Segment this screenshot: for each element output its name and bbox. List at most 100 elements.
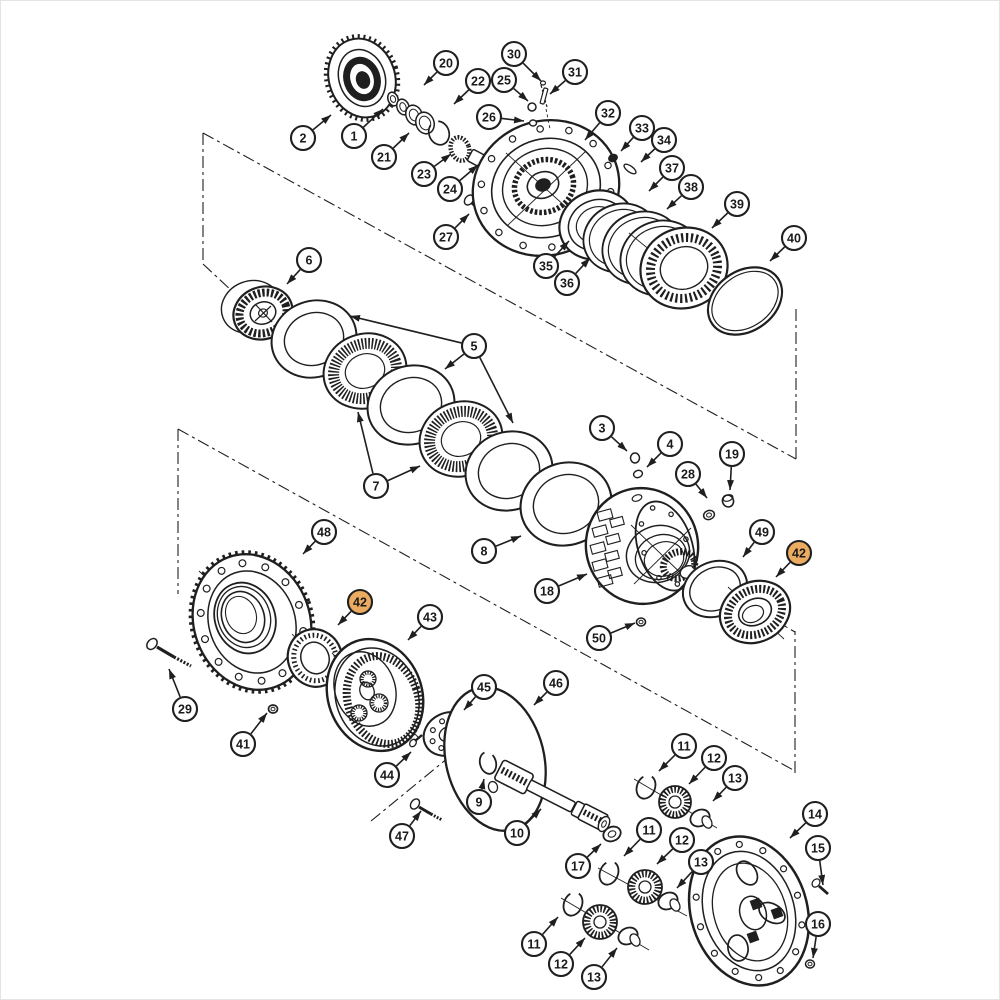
callout-47[interactable]: 47 [388, 810, 422, 850]
callout-2[interactable]: 2 [289, 114, 332, 152]
part-pin-spring-30-31 [539, 80, 551, 130]
callout-leader-arrow [695, 483, 708, 499]
balloon [780, 224, 808, 252]
callout-13-b[interactable]: 13 [676, 848, 715, 889]
callout-12-b[interactable]: 12 [656, 826, 696, 865]
callout-35[interactable]: 35 [532, 240, 570, 280]
balloon [229, 730, 257, 758]
callout-36[interactable]: 36 [553, 257, 591, 297]
callout-12-c[interactable]: 12 [547, 937, 586, 978]
callout-4[interactable]: 4 [646, 430, 684, 468]
part-stud-50 [635, 617, 647, 627]
callout-leader-arrow [312, 114, 332, 131]
callout-44[interactable]: 44 [373, 751, 412, 789]
callout-42-left[interactable]: 42 [337, 588, 374, 626]
callout-42-right[interactable]: 42 [775, 539, 813, 578]
callout-30[interactable]: 30 [500, 40, 542, 82]
callout-leader-arrow [620, 137, 634, 152]
callout-7[interactable]: 7 [356, 411, 421, 500]
callout-leader-arrow [775, 561, 791, 578]
balloon-number: 38 [684, 181, 698, 195]
callout-50[interactable]: 50 [585, 622, 636, 652]
callout-6[interactable]: 6 [286, 246, 323, 285]
callout-leader-arrow [454, 213, 470, 229]
callout-37[interactable]: 37 [648, 154, 686, 192]
callout-10[interactable]: 10 [503, 808, 542, 847]
callout-33[interactable]: 33 [620, 114, 656, 152]
part-disc-carrier-39 [639, 226, 729, 310]
callout-8[interactable]: 8 [470, 535, 522, 565]
balloon [723, 190, 751, 218]
balloon [668, 826, 696, 854]
callout-38[interactable]: 38 [666, 173, 705, 210]
callout-48[interactable]: 48 [302, 518, 338, 555]
balloon [547, 950, 575, 978]
callout-32[interactable]: 32 [584, 99, 622, 141]
callout-27[interactable]: 27 [432, 213, 470, 251]
balloon [801, 800, 829, 828]
callout-18[interactable]: 18 [533, 573, 588, 605]
callout-45[interactable]: 45 [463, 673, 498, 711]
callout-19[interactable]: 19 [718, 440, 746, 491]
callout-leader-arrow [584, 122, 601, 141]
part-pin-34 [623, 163, 637, 175]
callout-13-a[interactable]: 13 [712, 764, 749, 802]
balloon-number: 37 [665, 162, 679, 176]
callout-26[interactable]: 26 [475, 103, 525, 131]
callout-22[interactable]: 22 [453, 67, 492, 105]
callout-15[interactable]: 15 [804, 834, 832, 886]
callout-28[interactable]: 28 [674, 460, 708, 499]
callout-46[interactable]: 46 [533, 669, 570, 706]
callout-leader-arrow [459, 164, 479, 182]
callout-23[interactable]: 23 [410, 153, 452, 188]
callout-leader-arrow [525, 808, 542, 825]
callout-5[interactable]: 5 [349, 314, 514, 424]
callout-11-b[interactable]: 11 [623, 816, 663, 857]
callout-3[interactable]: 3 [588, 414, 628, 452]
balloon-number: 21 [377, 151, 391, 165]
callout-31[interactable]: 31 [549, 58, 589, 95]
balloon [289, 124, 317, 152]
balloon [373, 761, 401, 789]
callout-43[interactable]: 43 [407, 603, 444, 641]
balloon [410, 160, 438, 188]
part-plug-19 [721, 494, 735, 508]
callout-25[interactable]: 25 [490, 66, 529, 102]
callout-leader-arrow [742, 541, 755, 558]
balloon [171, 695, 199, 723]
part-bolt-44 [408, 734, 423, 748]
balloon-number: 34 [657, 134, 671, 148]
callout-29[interactable]: 29 [168, 668, 199, 723]
callout-9[interactable]: 9 [465, 778, 493, 816]
callout-14[interactable]: 14 [789, 800, 829, 839]
balloon-number: 48 [317, 526, 331, 540]
balloon [650, 126, 678, 154]
callout-21[interactable]: 21 [370, 132, 410, 171]
callout-39[interactable]: 39 [711, 190, 751, 229]
callout-40[interactable]: 40 [769, 224, 808, 262]
callout-34[interactable]: 34 [640, 126, 678, 163]
callout-11-a[interactable]: 11 [658, 732, 698, 772]
balloon [748, 518, 776, 546]
balloon-number: 5 [471, 340, 478, 354]
callout-20[interactable]: 20 [423, 49, 460, 86]
callout-13-c[interactable]: 13 [580, 947, 618, 991]
balloon-number: 16 [811, 918, 825, 932]
callout-12-a[interactable]: 12 [688, 744, 728, 785]
callout-leader-arrow [810, 936, 818, 959]
part-bearing-42-right [718, 579, 792, 645]
callout-16[interactable]: 16 [804, 910, 832, 959]
balloon-number: 39 [730, 198, 744, 212]
part-sun-shaft-10 [494, 759, 611, 833]
balloon [677, 173, 705, 201]
callout-11-c[interactable]: 11 [520, 916, 559, 958]
callout-1[interactable]: 1 [340, 108, 384, 150]
balloon-number: 20 [439, 57, 453, 71]
callout-41[interactable]: 41 [229, 712, 268, 758]
callout-17[interactable]: 17 [564, 843, 602, 880]
callout-leader-arrow [395, 751, 412, 767]
balloon [362, 472, 390, 500]
callout-49[interactable]: 49 [742, 518, 776, 558]
part-planet-carrier-14 [687, 835, 811, 987]
callout-24[interactable]: 24 [436, 164, 479, 203]
